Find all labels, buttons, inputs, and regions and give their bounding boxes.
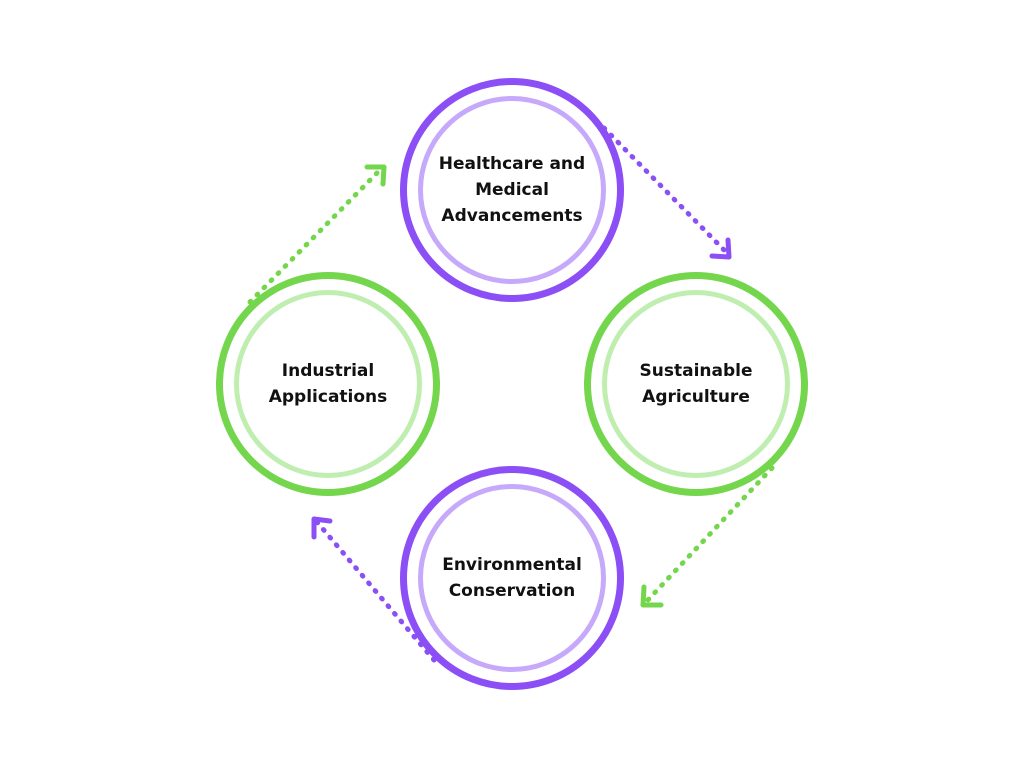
node-agriculture-inner-ring: [602, 290, 790, 478]
arrow-left-to-top-head: [364, 164, 387, 187]
node-industrial: Industrial Applications: [216, 272, 440, 496]
arrow-right-to-bottom-head: [640, 584, 664, 608]
node-environmental-label: Environmental Conservation: [442, 555, 582, 601]
node-environmental: Environmental Conservation: [400, 466, 624, 690]
node-agriculture: Sustainable Agriculture: [584, 272, 808, 496]
arrow-top-to-right: [601, 125, 732, 260]
arrow-right-to-bottom: [640, 465, 775, 608]
node-environmental-inner-ring: [418, 484, 606, 672]
arrow-left-to-top: [247, 164, 387, 305]
node-healthcare-label: Healthcare and Medical Advancements: [438, 154, 586, 226]
node-agriculture-label: Sustainable Agriculture: [639, 361, 753, 407]
node-healthcare-inner-ring: [418, 96, 606, 284]
node-industrial-inner-ring: [234, 290, 422, 478]
node-healthcare: Healthcare and Medical Advancements: [400, 78, 624, 302]
arrow-top-to-right-head: [709, 237, 732, 260]
arrow-bottom-to-left-head: [311, 516, 333, 540]
arrow-bottom-to-left: [311, 516, 437, 663]
node-industrial-label: Industrial Applications: [268, 361, 388, 407]
